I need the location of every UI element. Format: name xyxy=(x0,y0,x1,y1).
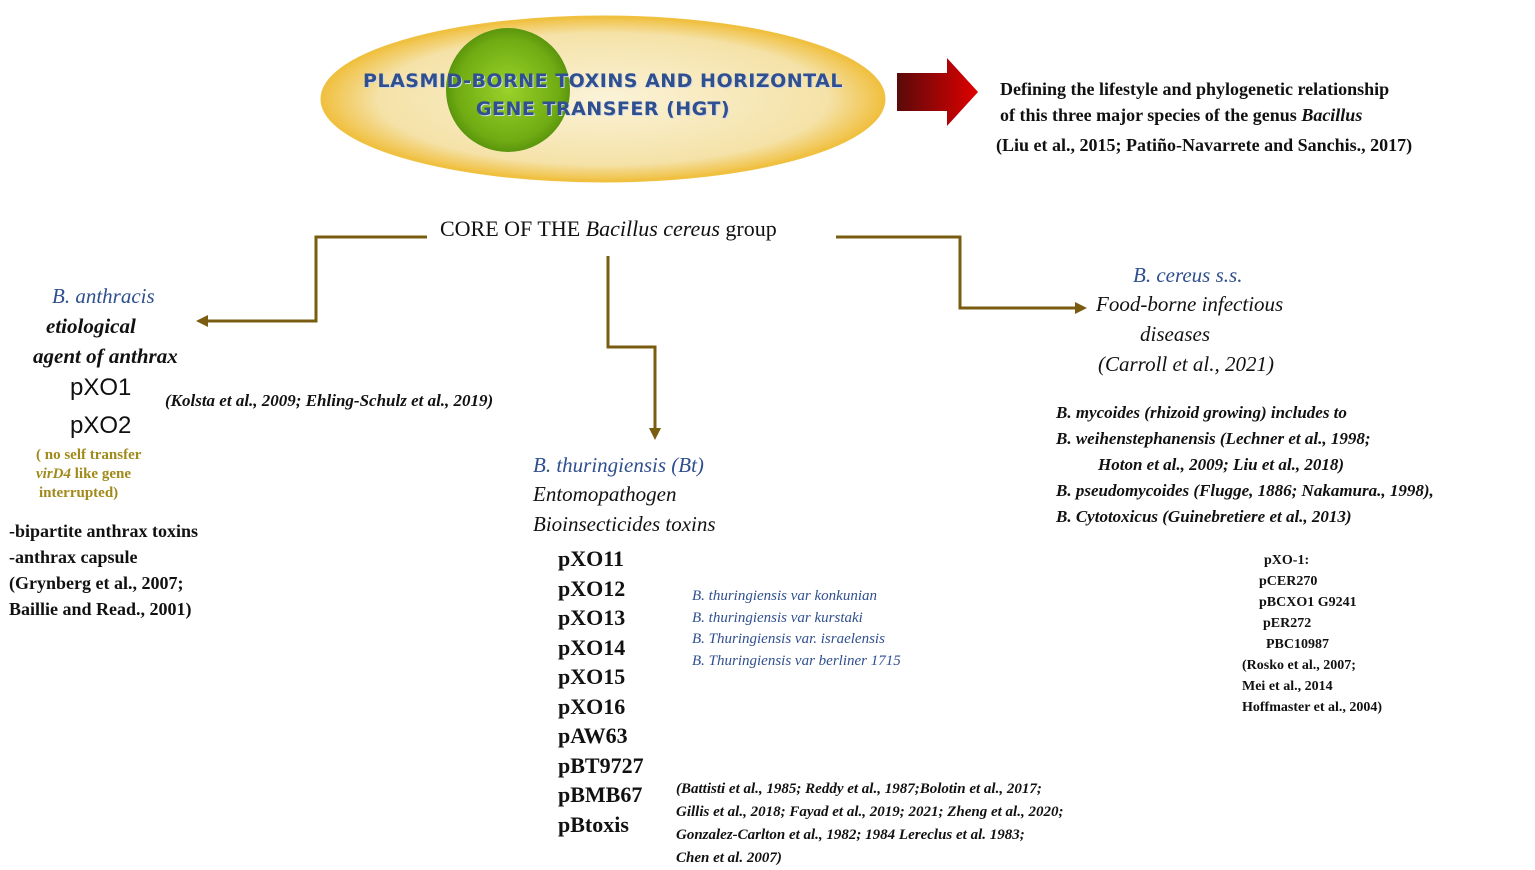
anthracis-plasmid2: pXO2 xyxy=(70,412,132,439)
core-species: Bacillus cereus xyxy=(585,216,720,241)
note-line1: Defining the lifestyle and phylogenetic … xyxy=(1000,79,1390,99)
core-prefix: CORE OF THE xyxy=(440,216,586,241)
anthracis-desc-line2: agent of anthrax xyxy=(33,344,178,368)
note-line2-prefix: of this three major species of the genus xyxy=(1000,105,1302,125)
title-line2: GENE TRANSFER (HGT) xyxy=(475,98,731,120)
cereus-desc-line2: diseases xyxy=(1140,322,1210,346)
connector-thuringiensis xyxy=(606,256,657,432)
cereus-desc-refs: (Carroll et al., 2021) xyxy=(1098,352,1274,376)
anthracis-note-gene: virD4 xyxy=(36,466,71,482)
connector-anthracis xyxy=(205,235,427,323)
variety-item: B. thuringiensis var konkunian xyxy=(692,588,877,604)
anthracis-feature: -anthrax capsule xyxy=(9,547,138,567)
ref-line: (Battisti et al., 1985; Reddy et al., 19… xyxy=(676,781,1042,797)
anthracis-feature: -bipartite anthrax toxins xyxy=(9,521,198,541)
cereus-related-species: B. mycoides (rhizoid growing) includes t… xyxy=(1056,400,1434,530)
plasmid-item: pXO14 xyxy=(558,634,626,660)
arrowhead-thuringiensis-icon xyxy=(649,428,661,440)
anthracis-feature: (Grynberg et al., 2007; xyxy=(9,573,184,593)
thuringiensis-name: B. thuringiensis (Bt) xyxy=(533,453,704,477)
anthracis-refs: (Kolsta et al., 2009; Ehling-Schulz et a… xyxy=(165,391,494,410)
cereus-plasmid-ref: Hoffmaster et al., 2004) xyxy=(1242,700,1383,715)
plasmid-item: pAW63 xyxy=(558,723,628,748)
connector-cereus xyxy=(836,235,1078,310)
note-genus: Bacillus xyxy=(1301,105,1363,125)
plasmid-item: pXO11 xyxy=(558,546,625,571)
title-line1: PLASMID-BORNE TOXINS AND HORIZONTAL xyxy=(363,70,843,92)
ref-line: Chen et al. 2007) xyxy=(676,850,782,866)
anthracis-name: B. anthracis xyxy=(52,284,155,308)
related-item: B. pseudomycoides (Flugge, 1886; Nakamur… xyxy=(1056,481,1434,500)
cereus-plasmid: pXO-1: xyxy=(1264,553,1310,568)
diagram-title: PLASMID-BORNE TOXINS AND HORIZONTAL GENE… xyxy=(343,67,863,123)
cereus-plasmid-ref: Mei et al., 2014 xyxy=(1242,679,1333,694)
anthracis-note-line3: interrupted) xyxy=(39,485,119,501)
anthracis-note-rest: like gene xyxy=(71,466,131,482)
thuringiensis-desc-line2: Bioinsecticides toxins xyxy=(533,512,716,536)
related-item: Hoton et al., 2009; Liu et al., 2018) xyxy=(1098,455,1345,474)
core-label: CORE OF THE Bacillus cereus group xyxy=(440,216,777,242)
thuringiensis-refs: (Battisti et al., 1985; Reddy et al., 19… xyxy=(676,778,1063,870)
arrowhead-anthracis-icon xyxy=(196,315,208,327)
cereus-desc-line1: Food-borne infectious xyxy=(1096,292,1284,316)
thuringiensis-varieties: B. thuringiensis var konkunian B. thurin… xyxy=(692,586,901,672)
plasmid-item: pXO13 xyxy=(558,605,626,630)
variety-item: B. Thuringiensis var berliner 1715 xyxy=(692,652,901,669)
red-arrow-icon xyxy=(897,58,978,126)
variety-item: B. thuringiensis var kurstaki xyxy=(692,609,863,626)
anthracis-note-line1: ( no self transfer xyxy=(36,447,142,463)
cereus-plasmid: pCER270 xyxy=(1259,574,1318,589)
plasmid-item: pBMB67 xyxy=(558,782,643,807)
anthracis-plasmid1: pXO1 xyxy=(70,374,132,401)
plasmid-item: pBtoxis xyxy=(558,811,629,837)
plasmid-item: pBT9727 xyxy=(558,752,644,778)
header-note: Defining the lifestyle and phylogenetic … xyxy=(1000,76,1389,128)
plasmid-item: pXO12 xyxy=(558,575,626,601)
plasmid-item: pXO15 xyxy=(558,664,626,689)
cereus-plasmid: pER272 xyxy=(1263,616,1312,631)
related-item: B. mycoides (rhizoid growing) includes t… xyxy=(1056,403,1347,422)
cereus-plasmid-list: pXO-1: pCER270 pBCXO1 G9241 pER272 PBC10… xyxy=(1242,550,1382,718)
anthracis-note-line2: virD4 like gene xyxy=(36,465,141,484)
plasmid-item: pXO16 xyxy=(558,693,626,719)
related-item: B. Cytotoxicus (Guinebretiere et al., 20… xyxy=(1056,507,1352,526)
anthracis-features: -bipartite anthrax toxins -anthrax capsu… xyxy=(9,518,198,622)
cereus-plasmid-ref: (Rosko et al., 2007; xyxy=(1242,658,1356,673)
anthracis-desc-line1: etiological xyxy=(46,314,136,338)
anthracis-feature: Baillie and Read., 2001) xyxy=(9,599,192,619)
variety-item: B. Thuringiensis var. israelensis xyxy=(692,631,885,647)
cereus-name: B. cereus s.s. xyxy=(1133,263,1243,287)
related-item: B. weihenstephanensis (Lechner et al., 1… xyxy=(1056,429,1371,448)
thuringiensis-desc-line1: Entomopathogen xyxy=(533,482,677,506)
header-refs: (Liu et al., 2015; Patiño-Navarrete and … xyxy=(996,135,1413,155)
ref-line: Gillis et al., 2018; Fayad et al., 2019;… xyxy=(676,804,1064,820)
cereus-plasmid: PBC10987 xyxy=(1266,637,1329,652)
cereus-plasmid: pBCXO1 G9241 xyxy=(1259,595,1357,610)
arrowhead-cereus-icon xyxy=(1075,302,1087,314)
thuringiensis-plasmid-list: pXO11 pXO12 pXO13 pXO14 pXO15 pXO16 pAW6… xyxy=(558,544,644,839)
note-line2: of this three major species of the genus… xyxy=(1000,102,1389,128)
core-suffix: group xyxy=(719,216,777,241)
anthracis-note: ( no self transfer virD4 like gene inter… xyxy=(36,446,141,503)
title-green-circle xyxy=(446,28,570,152)
ref-line: Gonzalez-Carlton et al., 1982; 1984 Lere… xyxy=(676,827,1025,843)
